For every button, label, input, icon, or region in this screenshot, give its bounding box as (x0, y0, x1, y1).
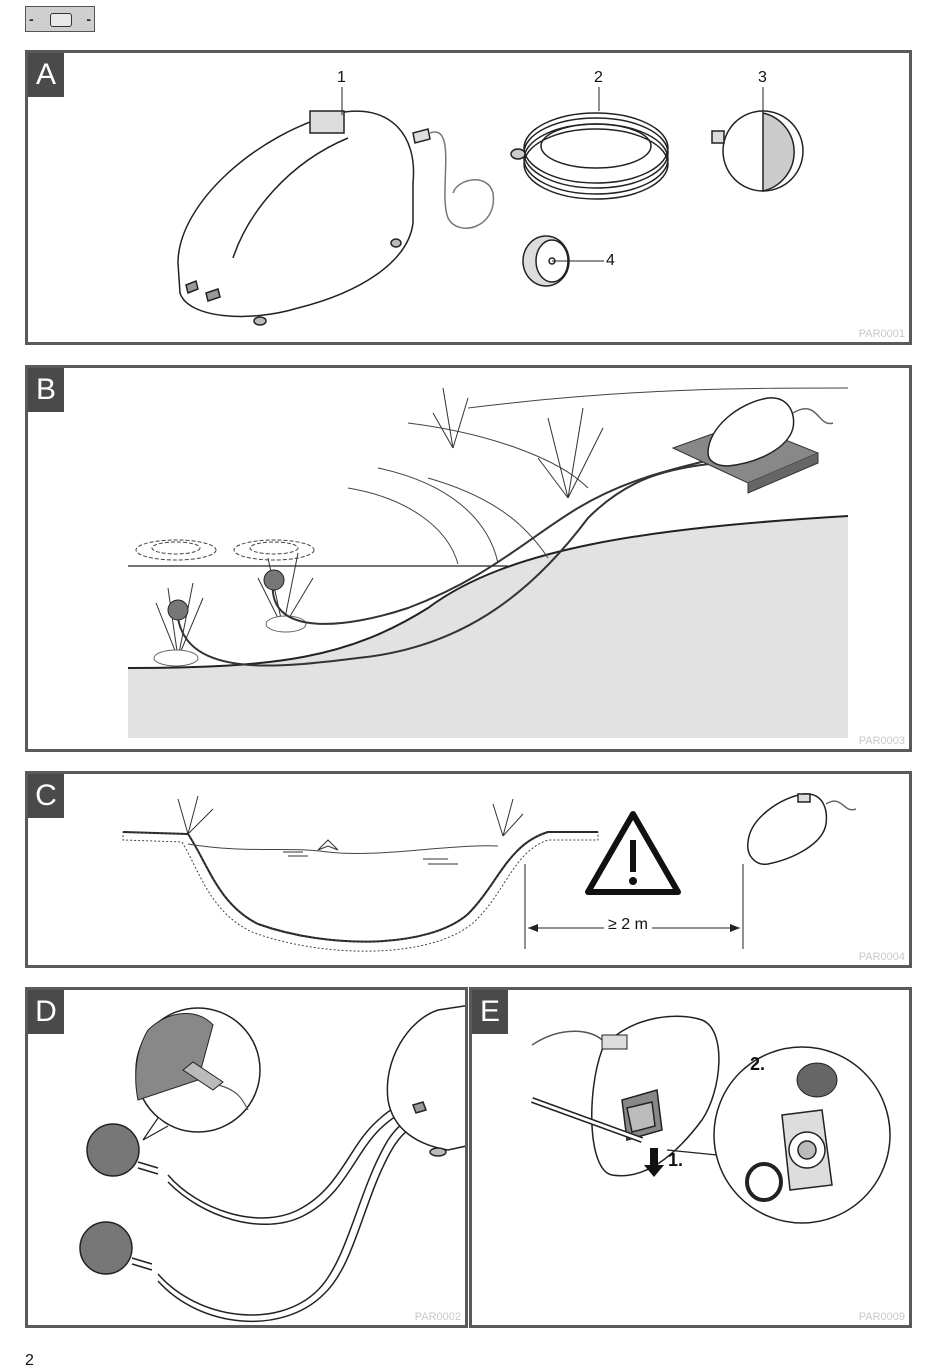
header-device-tab: - - (25, 6, 95, 32)
step-2-label: 2. (750, 1054, 766, 1074)
figure-code: PAR0001 (858, 328, 905, 340)
air-stone-icon (263, 569, 285, 591)
callout-4: 4 (606, 252, 615, 269)
panel-c: C ≥ 2 m PAR0004 (25, 771, 912, 968)
panel-e-illustration (530, 1015, 891, 1224)
figure-code: PAR0003 (858, 735, 905, 747)
panel-letter: E (472, 990, 508, 1034)
distance-label: ≥ 2 m (604, 916, 652, 934)
air-pump-icon (386, 1005, 465, 1157)
arrow-down-icon (644, 1148, 664, 1177)
air-stone-icon (711, 110, 804, 192)
air-stone-icon (86, 1123, 140, 1177)
panel-d: D PAR0002 (25, 987, 468, 1328)
air-pump-icon (747, 793, 828, 865)
air-pump-icon (707, 397, 795, 467)
power-cable-icon (429, 131, 494, 229)
panel-letter: B (28, 368, 64, 412)
water-plants-icon (155, 387, 604, 659)
hose-coil-icon (510, 112, 669, 200)
air-hose (177, 457, 719, 667)
figure-code: PAR0009 (858, 1311, 905, 1323)
page-number: 2 (25, 1352, 34, 1369)
figure-code: PAR0004 (858, 951, 905, 963)
panel-letter: D (28, 990, 64, 1034)
panel-b-illustration (127, 387, 849, 738)
panel-letter: C (28, 774, 64, 818)
air-stone-icon (79, 1221, 133, 1275)
filter-pad-icon (796, 1062, 838, 1098)
bubble-rings-icon (135, 539, 315, 561)
panel-letter: A (28, 53, 64, 97)
callout-1: 1 (337, 69, 346, 86)
panel-a-illustration (177, 87, 804, 326)
tab-dash-right: - (86, 11, 91, 27)
figure-code: PAR0002 (414, 1311, 461, 1323)
panel-e: E 1. 2. PAR0009 (469, 987, 912, 1328)
callout-2: 2 (594, 69, 603, 86)
tab-dash-left: - (29, 11, 34, 27)
filter-holder-icon (781, 1109, 833, 1191)
pond-bank (128, 516, 848, 738)
device-outline-icon (50, 13, 72, 27)
panel-d-illustration (79, 1005, 465, 1323)
warning-triangle-icon (585, 811, 681, 895)
step-1-label: 1. (668, 1150, 684, 1170)
air-pump-icon (177, 110, 431, 326)
panel-b: B PAR0003 (25, 365, 912, 752)
seal-ring-icon (745, 1162, 783, 1202)
panel-c-illustration (122, 793, 857, 952)
pond-cross-section (122, 831, 598, 943)
air-stone-icon (167, 599, 189, 621)
callout-3: 3 (758, 69, 767, 86)
panel-a: A 1 2 3 4 PAR0001 (25, 50, 912, 345)
